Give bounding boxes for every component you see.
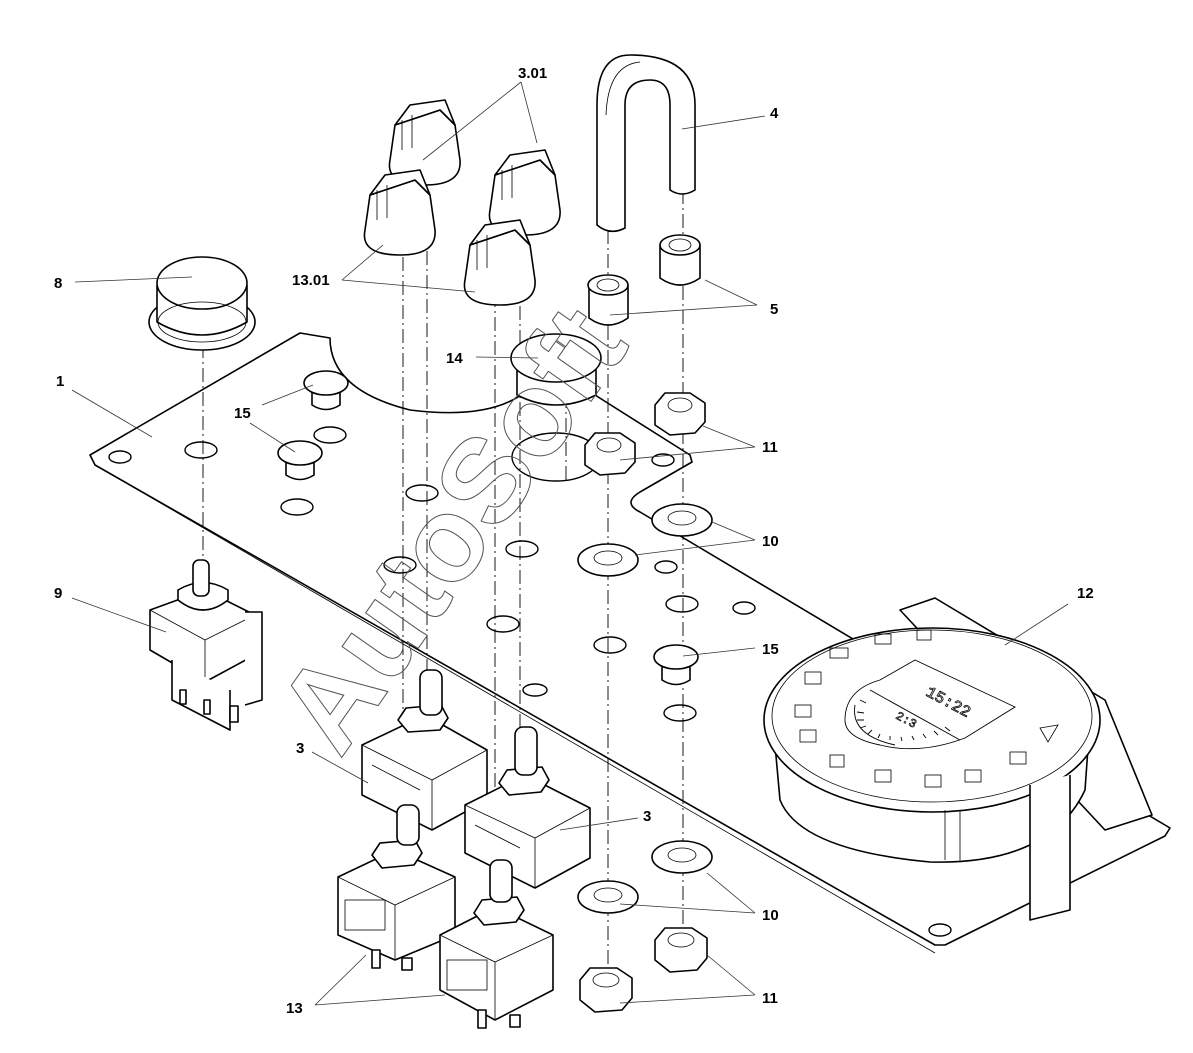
hex-nut-lower-2 xyxy=(654,927,708,973)
washer-lower-2 xyxy=(651,840,713,874)
callout-3-lower: 3 xyxy=(643,808,651,825)
push-switch-1 xyxy=(361,669,488,831)
washer-upper-2 xyxy=(651,503,713,537)
plug-cap-1 xyxy=(303,370,349,411)
callout-10-lower: 10 xyxy=(762,907,779,924)
hex-nut-upper-2 xyxy=(654,392,706,436)
rotary-switch-2 xyxy=(439,859,554,1029)
callout-5: 5 xyxy=(770,301,778,318)
hex-nut-lower-1 xyxy=(579,967,633,1013)
washer-upper-1 xyxy=(577,543,639,577)
leader-lines xyxy=(71,81,1069,1006)
knob-1 xyxy=(388,99,461,186)
callout-14: 14 xyxy=(446,350,463,367)
plug-cap-2 xyxy=(277,440,323,481)
hex-nut-upper-1 xyxy=(584,432,636,476)
callout-3-upper: 3 xyxy=(296,740,304,757)
callout-13: 13 xyxy=(286,1000,303,1017)
knob-4 xyxy=(463,219,536,306)
plug-cap-3 xyxy=(653,644,699,686)
callout-4: 4 xyxy=(770,105,779,122)
lcd-segment-ring xyxy=(854,699,951,746)
callout-8: 8 xyxy=(54,275,62,292)
spacer-sleeve-2 xyxy=(659,234,701,286)
cap-button xyxy=(148,256,256,351)
callout-11-lower: 11 xyxy=(762,990,778,1007)
callout-13-01: 13.01 xyxy=(292,272,330,289)
toggle-switch xyxy=(149,559,263,731)
callout-9: 9 xyxy=(54,585,62,602)
knob-2 xyxy=(488,149,561,236)
callout-15-right: 15 xyxy=(762,641,779,658)
rotary-switch-1 xyxy=(337,804,456,971)
spacer-sleeve-1 xyxy=(587,274,629,326)
callout-15-left: 15 xyxy=(234,405,251,422)
callout-10-upper: 10 xyxy=(762,533,779,550)
callout-3-01: 3.01 xyxy=(518,65,547,82)
washer-lower-1 xyxy=(577,880,639,914)
digital-timer xyxy=(763,597,1153,921)
callout-12: 12 xyxy=(1077,585,1094,602)
callout-1: 1 xyxy=(56,373,64,390)
u-handle xyxy=(596,54,696,233)
callout-11-upper: 11 xyxy=(762,439,778,456)
blanking-plug xyxy=(510,333,602,406)
knob-3 xyxy=(363,169,436,256)
